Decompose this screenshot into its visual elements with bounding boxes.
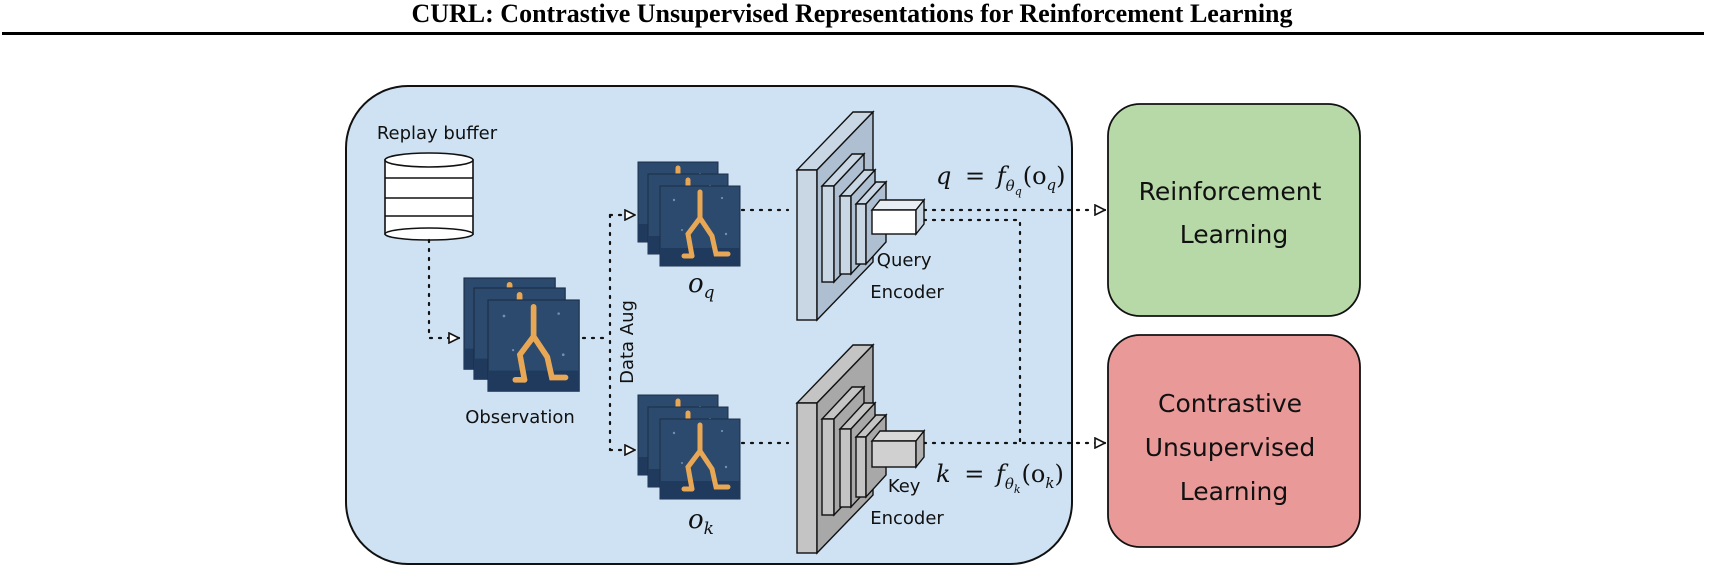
key-encoder (795, 343, 926, 555)
query-frame-stack (638, 162, 740, 266)
observation-label: Observation (465, 407, 575, 428)
data-aug-label: Data Aug (617, 300, 638, 384)
title-rule (2, 32, 1704, 35)
o-k-label: ok (688, 505, 714, 539)
key-encoder-label: Key Encoder (870, 476, 944, 529)
query-encoder-label: Query Encoder (870, 250, 944, 303)
database-icon (384, 152, 474, 241)
flow-connectors (427, 210, 1107, 450)
reinforcement-learning-label: Reinforcement Learning (1139, 177, 1330, 249)
reinforcement-learning-box (1107, 103, 1361, 317)
query-encoder (795, 110, 926, 322)
replay-buffer-label: Replay buffer (377, 123, 498, 144)
contrastive-unsupervised-learning-box (1107, 334, 1361, 548)
observation-frame-stack (464, 278, 579, 391)
page-title: CURL: Contrastive Unsupervised Represent… (411, 0, 1293, 28)
o-q-label: oq (688, 269, 715, 303)
contrastive-unsupervised-learning-label: Contrastive Unsupervised Learning (1145, 389, 1324, 506)
key-frame-stack (638, 395, 740, 499)
